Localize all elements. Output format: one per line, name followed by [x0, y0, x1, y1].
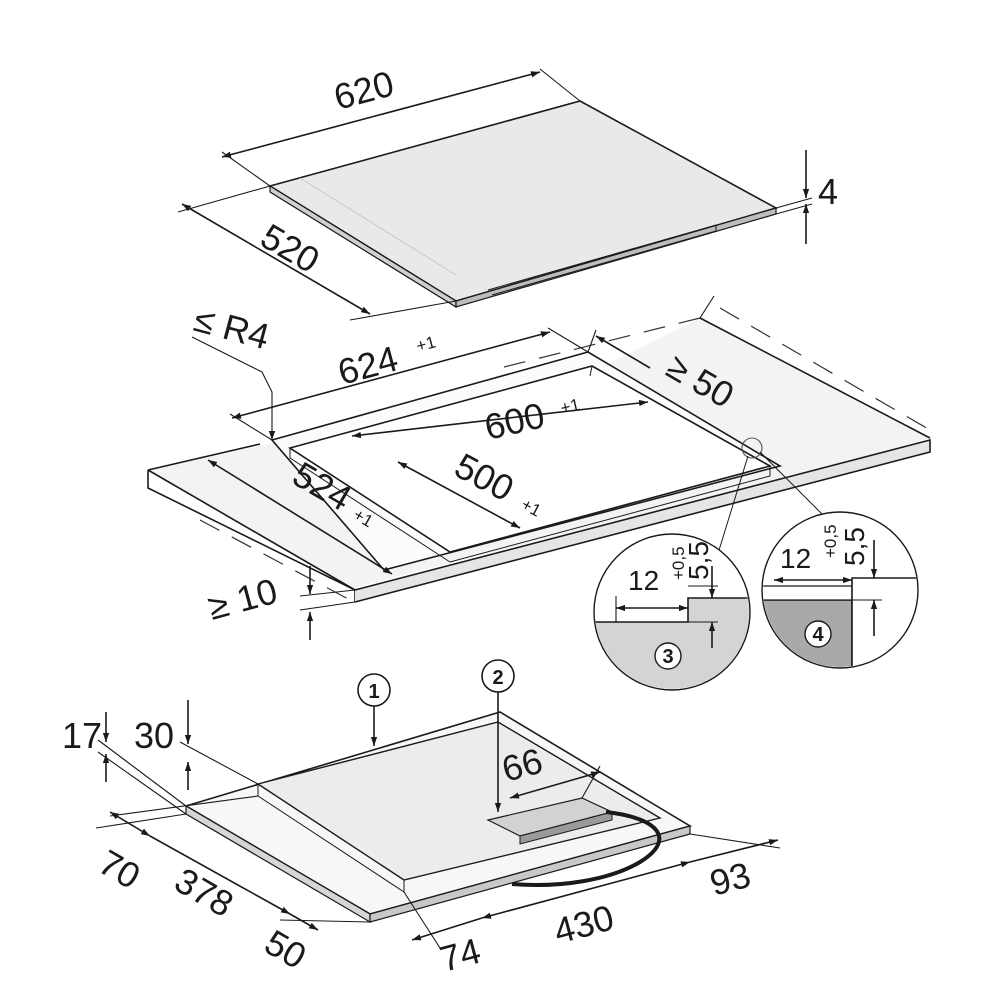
- dim-glass-depth: 520: [177, 185, 457, 321]
- dim-line-520: [181, 203, 371, 315]
- dim-label-620: 620: [329, 63, 398, 118]
- dim-17: 17: [62, 712, 187, 815]
- dim-label-520: 520: [254, 215, 327, 281]
- dim-label-70: 70: [92, 841, 147, 897]
- callout-3-label: 3: [662, 646, 673, 668]
- callout-1: 1: [357, 673, 391, 746]
- worktop-front-face: [354, 438, 931, 603]
- dim-label-93: 93: [705, 854, 754, 904]
- detail3-width-label: 12: [628, 565, 659, 596]
- dim-label-r4: ≤ R4: [190, 298, 274, 357]
- hob-underside: [184, 711, 693, 924]
- dim-30: 30: [134, 700, 259, 790]
- dim-label-74: 74: [435, 930, 484, 980]
- dim-label-17: 17: [62, 715, 102, 756]
- detail4-width-tol: +0,5: [821, 524, 840, 558]
- dim-label-50: 50: [258, 921, 313, 977]
- dim-line-620: [221, 71, 541, 158]
- callout-4-circle: [804, 620, 832, 648]
- detail4-width-label: 12: [780, 543, 811, 574]
- dim-label-4: 4: [818, 171, 838, 212]
- dim-tol-600: +1: [559, 395, 582, 418]
- callout-3-circle: [654, 642, 682, 670]
- detail-3: 12 +0,5 5,5 3: [593, 533, 751, 691]
- detail3-width-tol: +0,5: [669, 546, 688, 580]
- worktop-right-edge: [699, 317, 931, 439]
- dim-label-10: ≥ 10: [203, 570, 281, 628]
- hob-underbody-edge: [487, 224, 717, 296]
- detail4-leader: [759, 451, 827, 519]
- glass-highlight: [299, 177, 457, 276]
- detail3-depth-label: 5,5: [683, 541, 714, 580]
- detail-marker-circle: [741, 437, 763, 459]
- detail3-leader: [715, 455, 749, 561]
- detail4-depth-label: 5,5: [839, 527, 870, 566]
- hob-housing: [256, 721, 662, 881]
- dim-tol-624: +1: [414, 332, 438, 355]
- callout-4-label: 4: [812, 624, 824, 646]
- callout-1-label: 1: [368, 681, 379, 703]
- glass-top-face: [268, 100, 779, 302]
- callout-2: 2: [481, 659, 515, 812]
- callout-2-label: 2: [492, 667, 503, 689]
- dim-label-624: 624: [333, 338, 402, 393]
- dim-label-30: 30: [134, 715, 174, 756]
- glass-panel: [268, 100, 779, 309]
- dim-label-430: 430: [549, 897, 618, 952]
- dim-label-378: 378: [168, 859, 241, 925]
- dim-corner-radius: ≤ R4: [190, 298, 276, 440]
- dim-glass-thickness: 4: [775, 150, 838, 244]
- detail-4: 12 +0,5 5,5 4: [761, 511, 919, 669]
- worktop-left-front-edge: [147, 443, 261, 471]
- cutout-hole-inner-wall: [289, 448, 771, 563]
- worktop-break-right: [719, 307, 931, 431]
